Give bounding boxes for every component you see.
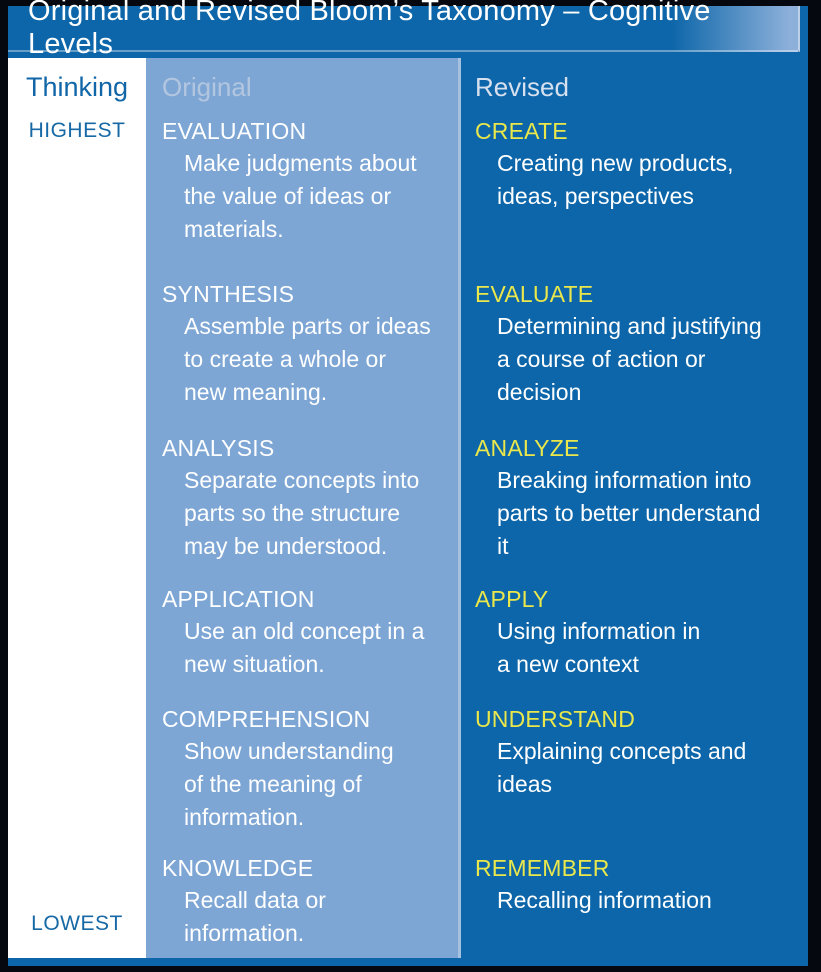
term-label: REMEMBER: [475, 855, 610, 881]
term-description: Determining and justifying a course of a…: [497, 313, 762, 405]
term-description: Explaining concepts and ideas: [497, 738, 747, 797]
revised-column-header: Revised: [475, 72, 569, 102]
original-row-synthesis: SYNTHESIS Assemble parts or ideas to cre…: [162, 278, 458, 432]
term-label: APPLICATION: [162, 586, 315, 612]
revised-row-evaluate: EVALUATE Determining and justifying a co…: [475, 278, 808, 432]
term-description: Separate concepts into parts so the stru…: [184, 467, 420, 559]
revised-row-create: CREATE Creating new products, ideas, per…: [475, 115, 808, 278]
thinking-column: Thinking HIGHEST LOWEST: [8, 58, 146, 958]
original-row-comprehension: COMPREHENSION Show understanding of the …: [162, 703, 458, 852]
revised-row-remember: REMEMBER Recalling information: [475, 852, 808, 917]
term-label: SYNTHESIS: [162, 281, 295, 307]
term-label: ANALYZE: [475, 435, 580, 461]
term-description: Show understanding of the meaning of inf…: [184, 738, 394, 830]
term-label: EVALUATION: [162, 118, 307, 144]
original-row-application: APPLICATION Use an old concept in a new …: [162, 583, 458, 703]
term-label: UNDERSTAND: [475, 706, 636, 732]
term-description: Breaking information into parts to bette…: [497, 467, 761, 559]
term-description: Assemble parts or ideas to create a whol…: [184, 313, 431, 405]
term-label: APPLY: [475, 586, 549, 612]
highest-label: HIGHEST: [28, 119, 126, 142]
revised-row-apply: APPLY Using information in a new context: [475, 583, 808, 703]
term-label: CREATE: [475, 118, 568, 144]
term-label: EVALUATE: [475, 281, 594, 307]
page-title: Original and Revised Bloom’s Taxonomy – …: [28, 0, 711, 60]
thinking-column-header: Thinking: [25, 72, 129, 102]
original-row-knowledge: KNOWLEDGE Recall data or information.: [162, 852, 458, 950]
term-description: Recall data or information.: [184, 887, 326, 946]
term-label: KNOWLEDGE: [162, 855, 314, 881]
term-description: Recalling information: [497, 887, 712, 913]
term-label: ANALYSIS: [162, 435, 275, 461]
term-description: Creating new products, ideas, perspectiv…: [497, 150, 734, 209]
revised-row-understand: UNDERSTAND Explaining concepts and ideas: [475, 703, 808, 852]
revised-column: Revised CREATE Creating new products, id…: [461, 58, 808, 958]
taxonomy-panel: Original and Revised Bloom’s Taxonomy – …: [8, 0, 808, 966]
title-bar: Original and Revised Bloom’s Taxonomy – …: [8, 0, 800, 60]
term-description: Make judgments about the value of ideas …: [184, 150, 417, 242]
columns-container: Thinking HIGHEST LOWEST Original EVALUAT…: [8, 58, 808, 958]
term-label: COMPREHENSION: [162, 706, 371, 732]
original-column: Original EVALUATION Make judgments about…: [146, 58, 461, 958]
term-description: Use an old concept in a new situation.: [184, 618, 425, 677]
revised-row-analyze: ANALYZE Breaking information into parts …: [475, 432, 808, 583]
original-row-evaluation: EVALUATION Make judgments about the valu…: [162, 115, 458, 278]
original-column-header: Original: [162, 72, 252, 102]
term-description: Using information in a new context: [497, 618, 701, 677]
original-row-analysis: ANALYSIS Separate concepts into parts so…: [162, 432, 458, 583]
lowest-label: LOWEST: [31, 912, 123, 935]
